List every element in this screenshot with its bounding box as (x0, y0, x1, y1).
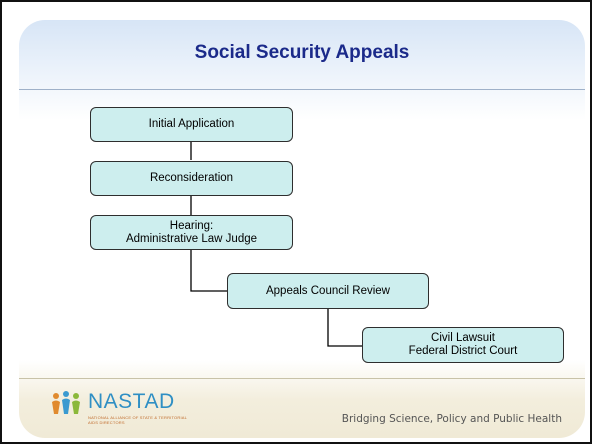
step-label-line-2: Federal District Court (408, 345, 518, 357)
step-civil-lawsuit: Civil Lawsuit Federal District Court (362, 327, 564, 363)
step-appeals-council-review: Appeals Council Review (227, 273, 429, 309)
title-divider (19, 89, 585, 90)
step-initial-application: Initial Application (90, 107, 293, 142)
footer-divider (19, 378, 585, 379)
step-reconsideration: Reconsideration (90, 161, 293, 196)
step-label: Initial Application (148, 118, 235, 130)
logo-subtext: NATIONAL ALLIANCE OF STATE & TERRITORIAL… (88, 415, 187, 425)
step-label-line-2: Administrative Law Judge (125, 232, 258, 245)
nastad-logo: NASTAD NATIONAL ALLIANCE OF STATE & TERR… (50, 390, 187, 430)
slide-title: Social Security Appeals (194, 42, 410, 63)
step-label: Appeals Council Review (265, 284, 390, 297)
people-icon (52, 391, 80, 414)
connector-appeals-council-to-civil-lawsuit (327, 309, 362, 347)
connector-hearing-to-appeals-council (190, 249, 228, 292)
logo-wordmark: NASTAD (88, 390, 175, 413)
footer-tagline: Bridging Science, Policy and Public Heal… (341, 413, 562, 425)
step-label: Reconsideration (149, 172, 234, 184)
step-hearing: Hearing: Administrative Law Judge (90, 215, 293, 250)
step-label-line-1: Civil Lawsuit (431, 332, 495, 344)
step-label-line-1: Hearing: (169, 219, 214, 232)
